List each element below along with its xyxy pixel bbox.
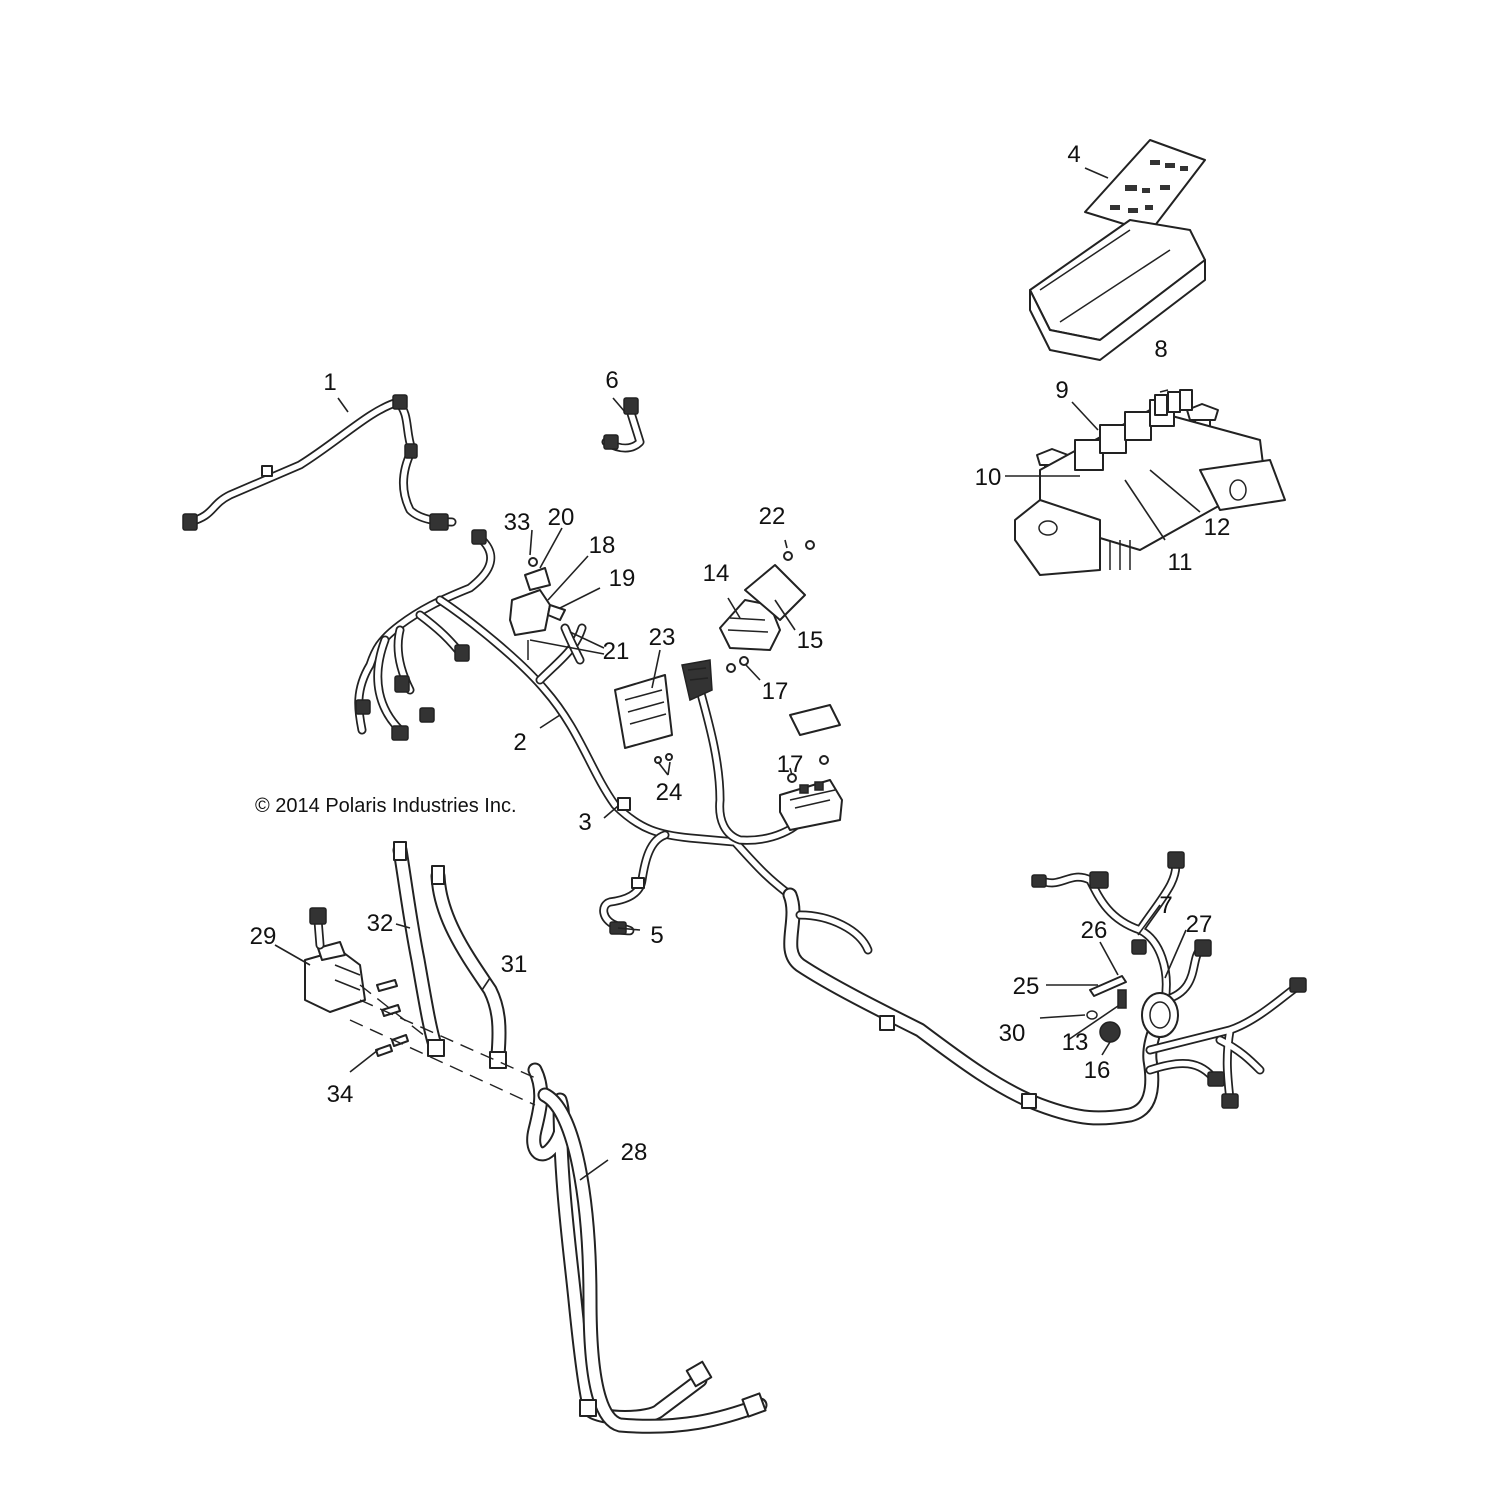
copyright-notice: © 2014 Polaris Industries Inc. [255,795,517,817]
sensor-6 [601,397,645,453]
module-20-18 [509,557,585,665]
cover-15 [744,564,806,621]
callout-26: 26 [1081,917,1108,944]
callout-18: 18 [589,532,616,559]
fuse-block-17 [779,704,843,831]
harness-ecu-branch [695,685,813,845]
alignment-lines [349,984,541,1106]
callout-17a: 17 [762,678,789,705]
callout-6: 6 [605,367,618,394]
callout-20: 20 [548,504,575,531]
o-ring-30 [1086,1010,1098,1020]
harness-rear-branches [1031,851,1307,1109]
callout-10: 10 [975,464,1002,491]
fuse-box-relays [1074,389,1193,471]
cable-28 [526,1062,768,1434]
module-14 [719,599,781,651]
callout-24: 24 [656,779,683,806]
harness-2-main [354,529,795,900]
callout-22: 22 [759,503,786,530]
callout-13: 13 [1062,1029,1089,1056]
callout-12: 12 [1204,514,1231,541]
callout-15: 15 [797,627,824,654]
harness-5-branch [599,830,670,936]
callout-27: 27 [1186,911,1213,938]
bolt-25 [1089,975,1127,997]
callout-14: 14 [703,560,730,587]
callout-1: 1 [323,369,336,396]
callout-4: 4 [1067,141,1080,168]
callout-19: 19 [609,565,636,592]
cable-31 [430,865,507,1069]
cable-32 [392,841,445,1057]
callout-25: 25 [1013,973,1040,1000]
relay-29 [304,907,366,1013]
fuse-box-cover [1029,219,1206,361]
callout-21: 21 [603,638,630,665]
callout-16: 16 [1084,1057,1111,1084]
harness-1-front [182,394,457,531]
callout-34: 34 [327,1081,354,1108]
callout-2: 2 [513,729,526,756]
leader-lines [274,167,1201,1181]
callout-labels: 1 2 3 4 5 6 7 8 9 10 11 12 13 14 15 16 1… [250,141,1231,1166]
callout-3: 3 [578,809,591,836]
callout-23: 23 [649,624,676,651]
screws-24 [654,753,673,764]
nuts-22 [783,540,815,561]
callout-7: 7 [1159,892,1172,919]
callout-17b: 17 [777,751,804,778]
callout-32: 32 [367,910,394,937]
grommet-16 [1099,1021,1121,1043]
callout-28: 28 [621,1139,648,1166]
callout-8: 8 [1154,336,1167,363]
ecu-23 [614,659,713,749]
callout-5: 5 [650,922,663,949]
harness-rear-main [782,887,1173,1126]
fuse-13 [1117,989,1127,1009]
callout-30: 30 [999,1020,1026,1047]
callout-9: 9 [1055,377,1068,404]
callout-11: 11 [1168,549,1193,576]
callout-29: 29 [250,923,277,950]
fuse-box-label [1084,139,1206,233]
screws-17 [726,656,829,783]
bolts-34 [375,979,409,1057]
callout-33: 33 [504,509,531,536]
callout-31: 31 [501,951,528,978]
